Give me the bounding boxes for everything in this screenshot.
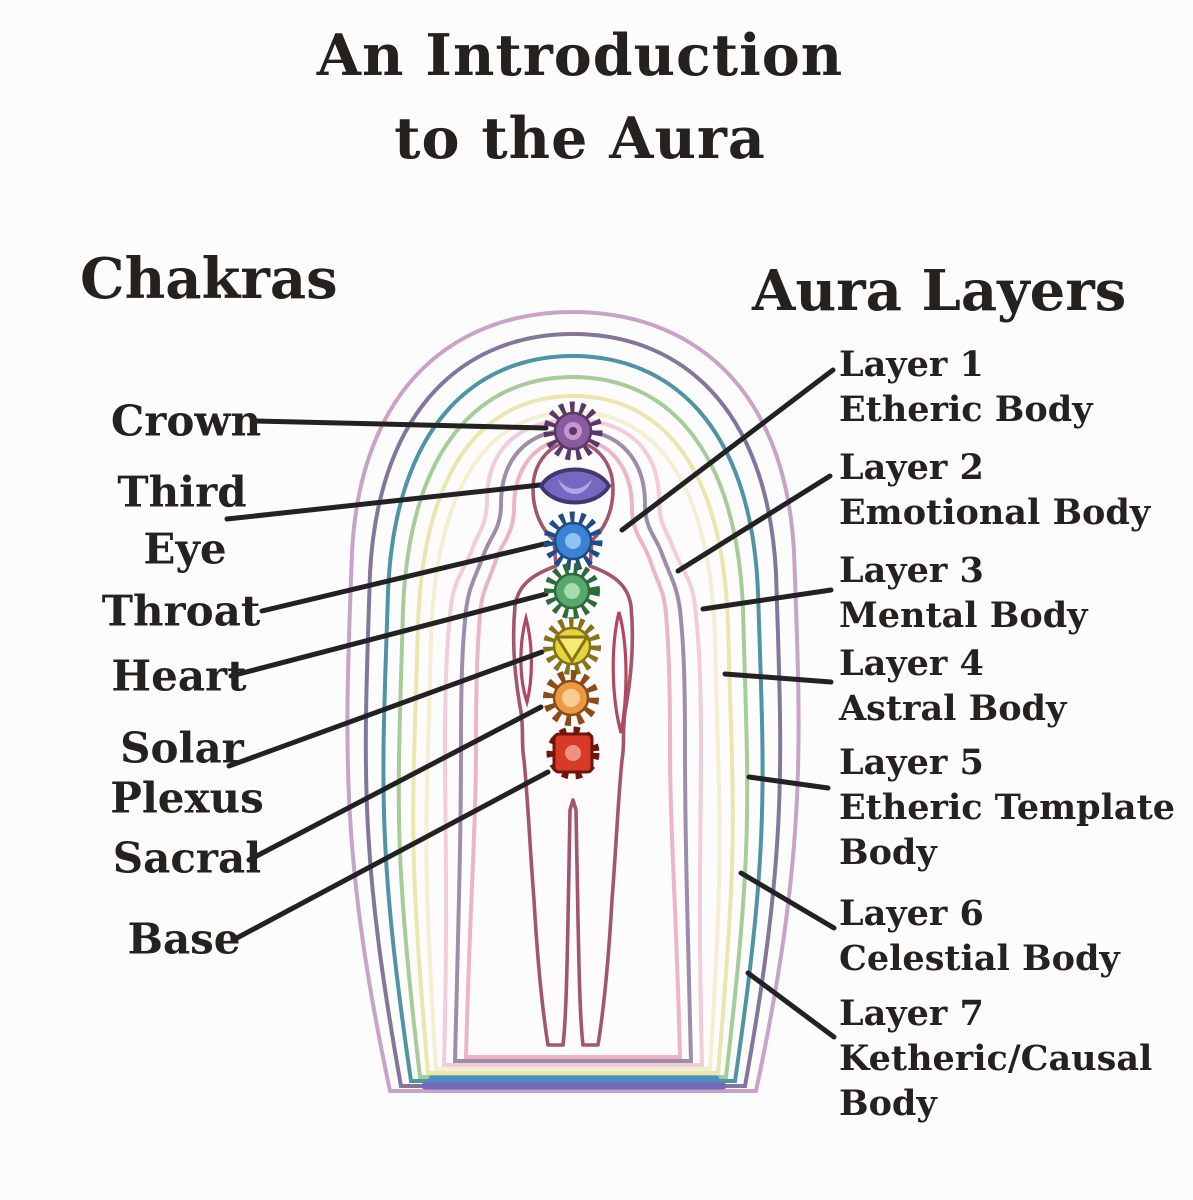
layer-connector-lines [619, 367, 837, 1040]
throat-line [259, 540, 551, 614]
aura-ring-7-ketheric [345, 309, 801, 1093]
aura-ring-3-mental [411, 393, 735, 1075]
crown-label: Crown [110, 396, 262, 446]
layer-2-title: Layer 2 [839, 447, 984, 488]
third-eye-label-line-2: Eye [143, 524, 227, 574]
layer-7-body-name-line-2: Body [839, 1083, 937, 1124]
layer-6-line [738, 870, 837, 931]
third-eye-chakra-icon [538, 467, 612, 505]
layer-3-title: Layer 3 [839, 550, 984, 591]
aura-ring-4-astral [396, 374, 750, 1079]
layer-1-label: Layer 1 Etheric Body [839, 342, 1093, 432]
base-label: Base [127, 914, 241, 964]
layer-5-body-name-line-1: Etheric Template [839, 787, 1176, 828]
solar-plexus-chakra-icon [543, 617, 601, 675]
layer-3-body-name: Mental Body [839, 595, 1088, 636]
heart-chakra-icon [544, 563, 600, 619]
layer-3-line [700, 587, 834, 612]
solar-plexus-label-line-2: Plexus [110, 773, 264, 823]
solar-plexus-label-line-1: Solar [120, 723, 244, 773]
chakras-heading: Chakras [80, 246, 338, 312]
layer-4-line [722, 671, 834, 685]
throat-chakra-icon [543, 511, 603, 571]
page-title-line-1: An Introduction [316, 22, 844, 89]
layer-1-line [619, 367, 836, 533]
layer-7-body-name-line-1: Ketheric/Causal [839, 1038, 1153, 1079]
layer-2-label: Layer 2 Emotional Body [839, 445, 1150, 535]
base-line [232, 769, 551, 942]
layer-7-label: Layer 7 Ketheric/Causal Body [839, 991, 1152, 1126]
layer-7-title: Layer 7 [839, 993, 984, 1034]
throat-label: Throat [101, 586, 261, 636]
heart-line [228, 591, 549, 679]
base-chakra-icon [546, 726, 600, 780]
aura-ring-6-celestial [363, 331, 783, 1088]
layer-6-title: Layer 6 [839, 893, 984, 934]
crown-line [252, 418, 549, 431]
layer-6-label: Layer 6 Celestial Body [839, 891, 1120, 981]
layer-7-line [745, 970, 837, 1040]
layer-1-body-name: Etheric Body [839, 389, 1093, 430]
right-hand-lens [611, 611, 628, 734]
layer-5-title: Layer 5 [839, 742, 984, 783]
left-hand-lens [519, 611, 533, 708]
heart-label: Heart [111, 651, 247, 701]
crown-chakra-icon [543, 401, 603, 461]
solar-plexus-line [226, 649, 545, 769]
third-eye-label-line-1: Third [117, 467, 247, 517]
layer-2-body-name: Emotional Body [839, 492, 1151, 533]
page-title-line-2: to the Aura [394, 105, 766, 172]
page-title: An Introduction to the Aura [0, 14, 1160, 180]
chakra-glyphs [538, 401, 612, 780]
layer-6-body-name: Celestial Body [839, 938, 1120, 979]
layer-4-title: Layer 4 [839, 643, 984, 684]
hand-lenses [519, 611, 628, 734]
layer-3-label: Layer 3 Mental Body [839, 548, 1088, 638]
layer-4-body-name: Astral Body [839, 688, 1067, 729]
layer-4-label: Layer 4 Astral Body [839, 641, 1066, 731]
layer-1-title: Layer 1 [839, 344, 984, 385]
layer-5-label: Layer 5 Etheric Template Body [839, 740, 1175, 875]
sacral-label: Sacral [112, 833, 262, 883]
sacral-chakra-icon [543, 670, 599, 726]
chakra-connector-lines [224, 418, 552, 942]
sacral-line [246, 704, 544, 863]
third-eye-line [224, 481, 552, 522]
layer-2-line [675, 473, 833, 574]
layer-5-line [746, 774, 831, 791]
aura-layers-heading: Aura Layers [752, 258, 1127, 324]
aura-bottom-bands [421, 1075, 727, 1090]
layer-5-body-name-line-2: Body [839, 832, 937, 873]
